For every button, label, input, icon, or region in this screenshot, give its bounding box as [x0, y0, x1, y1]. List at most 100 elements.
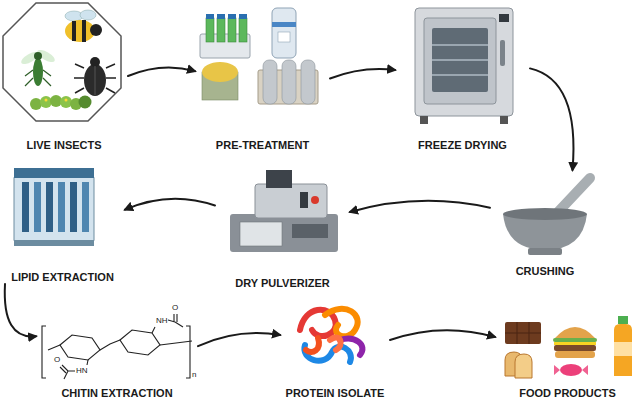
pretreatment-icon-part [282, 60, 296, 104]
pretreatment-icon-part [301, 60, 315, 104]
chitin-structure-part [120, 330, 160, 355]
food-icon-part [554, 345, 596, 351]
step-label: FREEZE DRYING [418, 139, 507, 152]
pretreatment-icon-part [206, 18, 214, 42]
freeze-dryer-icon-part [420, 116, 428, 124]
pulverizer-icon-part [292, 224, 328, 238]
insects-icon-part [33, 58, 43, 86]
insects-icon-part [90, 24, 102, 36]
insects-icon-part [90, 57, 100, 67]
pretreatment-icon-part [278, 32, 290, 42]
pretreatment-icon-part [202, 62, 238, 82]
flow-arrow [350, 201, 490, 212]
insects-icon-part [80, 10, 96, 20]
flow-arrow [390, 330, 495, 340]
insects-icon-part [65, 99, 68, 102]
step-label: CHITIN EXTRACTION [61, 387, 172, 400]
process-step: FREEZE DRYING [395, 0, 530, 152]
process-step: CRUSHING [490, 170, 600, 278]
flow-arrow [5, 284, 36, 337]
food-icon-part [614, 324, 632, 376]
insects-icon-part [72, 21, 76, 41]
step-label: CRUSHING [516, 265, 575, 278]
insects-icon-part [34, 52, 42, 60]
food-icon-part [505, 322, 541, 344]
insects-icon-part [30, 98, 42, 110]
step-label: LIVE INSECTS [26, 139, 101, 152]
process-step: LIPID EXTRACTION [0, 160, 125, 284]
pretreatment-icon-part [272, 8, 296, 58]
food-icon-part [618, 316, 628, 324]
flow-arrow [530, 68, 573, 170]
chitin-structure-part [152, 314, 183, 333]
protein-icon-part [325, 309, 358, 337]
extractor-icon-part [82, 182, 89, 232]
pretreatment-icon-part [239, 14, 247, 19]
protein-icon [300, 309, 362, 362]
protein-icon-part [330, 337, 341, 350]
protein-icon-part [306, 338, 319, 352]
extractor-icon [14, 168, 94, 246]
mortar-icon-part [558, 178, 590, 212]
chitin-structure-part [48, 340, 192, 350]
flow-arrow [198, 333, 280, 346]
mortar-icon [503, 178, 590, 255]
food-icon-part [554, 342, 596, 345]
pulverizer-icon [230, 170, 338, 252]
atom-label: O [54, 355, 60, 364]
atom-label: n [192, 370, 196, 379]
insects-icon-part [95, 66, 96, 95]
flow-arrow [330, 69, 395, 79]
freeze-dryer-icon-part [500, 116, 508, 124]
atom-label: NH [156, 316, 168, 325]
pulverizer-icon-part [266, 170, 292, 188]
insects-icon-part [25, 70, 51, 86]
process-step: PROTEIN ISOLATE [280, 300, 390, 400]
flow-arrow [125, 199, 215, 210]
insects-icon-part [45, 99, 48, 102]
pretreatment-icon-part [217, 18, 225, 42]
chitin-structure-part [42, 326, 190, 378]
process-step: FOOD PRODUCTS [495, 310, 640, 400]
extractor-icon-part [14, 168, 94, 178]
atom-label: HN [76, 366, 88, 375]
freeze-dryer-icon-part [432, 44, 488, 46]
food-icon-part [505, 322, 541, 344]
step-label: DRY PULVERIZER [235, 277, 330, 290]
insects-icon [3, 3, 121, 121]
chitin-structure [42, 314, 192, 379]
insects-icon-part [82, 20, 86, 42]
step-label: LIPID EXTRACTION [11, 271, 114, 284]
step-label: PROTEIN ISOLATE [286, 387, 385, 400]
extractor-icon-part [58, 182, 65, 232]
extractor-icon-part [70, 182, 77, 232]
process-step: DRY PULVERIZER [215, 160, 350, 290]
mortar-icon-part [503, 208, 587, 220]
extractor-icon-part [22, 182, 29, 232]
pretreatment-icon-part [263, 60, 277, 104]
pretreatment-icon-part [228, 14, 236, 19]
food-icon-part [515, 354, 532, 378]
pretreatment-icon-part [272, 22, 296, 27]
insects-icon-part [60, 96, 72, 108]
process-step: PRE-TREATMENT [195, 5, 330, 152]
pulverizer-icon-part [300, 192, 308, 208]
process-step: LIVE INSECTS [0, 0, 128, 152]
freeze-dryer-icon-part [415, 8, 513, 116]
insects-icon-part [79, 96, 92, 109]
food-icon-part [553, 338, 597, 342]
freeze-dryer-icon-part [424, 18, 496, 104]
food-icon [505, 316, 632, 378]
step-label: FOOD PRODUCTS [519, 387, 616, 400]
food-icon-part [614, 342, 632, 356]
freeze-dryer-icon-part [432, 74, 488, 76]
extractor-icon-part [14, 240, 94, 246]
insects-icon-part [84, 64, 106, 96]
extractor-icon-part [14, 176, 94, 242]
pulverizer-icon-part [240, 222, 282, 246]
pulverizer-icon-part [311, 196, 319, 204]
process-step: CHITIN EXTRACTION [36, 302, 198, 400]
